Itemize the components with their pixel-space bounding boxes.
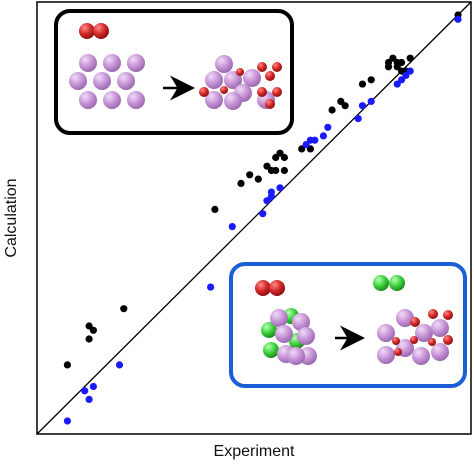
scatter-point-s1-19 xyxy=(367,97,375,105)
scatter-point-s1-17 xyxy=(354,115,362,123)
scatter-point-s0-9 xyxy=(263,162,271,170)
inset-exchange xyxy=(229,262,467,388)
oxide-lattice-icon xyxy=(199,55,282,110)
scatter-point-s0-7 xyxy=(246,171,254,179)
scatter-point-s0-0 xyxy=(63,361,71,369)
metal-lattice-icon xyxy=(69,54,145,109)
scatter-point-s0-1 xyxy=(85,335,93,343)
scatter-point-s0-20 xyxy=(341,102,349,110)
scatter-point-s1-2 xyxy=(85,395,93,403)
scatter-point-s0-14 xyxy=(272,166,280,175)
inset-oxidation xyxy=(54,9,294,135)
scatter-point-s1-6 xyxy=(228,223,236,231)
scatter-point-s1-10 xyxy=(267,188,275,196)
data-points xyxy=(63,11,462,425)
scatter-point-s0-8 xyxy=(254,175,262,183)
scatter-point-s0-16 xyxy=(298,145,306,153)
doped-lattice-icon xyxy=(261,308,317,365)
y-axis-label: Calculation xyxy=(3,178,20,257)
scatter-point-s1-12 xyxy=(302,141,310,149)
scatter-point-s1-14 xyxy=(311,136,319,144)
scatter-point-s0-31 xyxy=(406,54,414,62)
scatter-point-s1-7 xyxy=(259,210,267,218)
scatter-point-s0-6 xyxy=(237,179,245,187)
parity-line xyxy=(36,1,472,435)
scatter-point-s1-0 xyxy=(63,417,71,425)
scatter-point-s0-21 xyxy=(358,80,367,88)
scatter-point-s0-15 xyxy=(280,166,288,175)
scatter-point-s0-24 xyxy=(384,58,393,67)
scatter-point-s1-18 xyxy=(358,102,367,110)
scatter-point-s1-11 xyxy=(276,184,284,192)
scatter-point-s0-28 xyxy=(398,58,406,67)
scatter-point-s1-4 xyxy=(115,361,124,369)
scatter-point-s1-20 xyxy=(393,80,401,88)
scatter-point-s0-5 xyxy=(211,205,219,213)
scatter-point-s0-18 xyxy=(328,106,336,114)
scatter-point-s1-21 xyxy=(398,76,406,84)
scatter-point-s1-15 xyxy=(319,132,327,140)
scatter-point-s1-16 xyxy=(324,123,332,131)
scatter-point-s1-24 xyxy=(454,15,462,23)
scatter-point-s0-13 xyxy=(280,153,288,162)
scatter-point-s1-1 xyxy=(81,387,89,395)
scatter-point-s1-3 xyxy=(89,382,97,391)
scatter-point-s0-27 xyxy=(393,63,401,71)
o2-molecule-icon xyxy=(79,23,109,39)
x-axis-label: Experiment xyxy=(214,443,295,460)
scatter-point-s0-22 xyxy=(367,76,375,84)
scatter-point-s0-3 xyxy=(89,326,97,334)
o2-molecule-icon xyxy=(255,280,285,296)
scatter-point-s1-5 xyxy=(207,283,215,291)
scatter-point-s0-12 xyxy=(276,149,284,157)
scatter-point-s1-23 xyxy=(406,67,414,75)
oxidized-lattice-icon xyxy=(377,309,453,365)
scatter-point-s0-4 xyxy=(120,305,128,313)
released-dopant-icon xyxy=(373,275,405,291)
scatter-point-s1-8 xyxy=(263,197,271,205)
